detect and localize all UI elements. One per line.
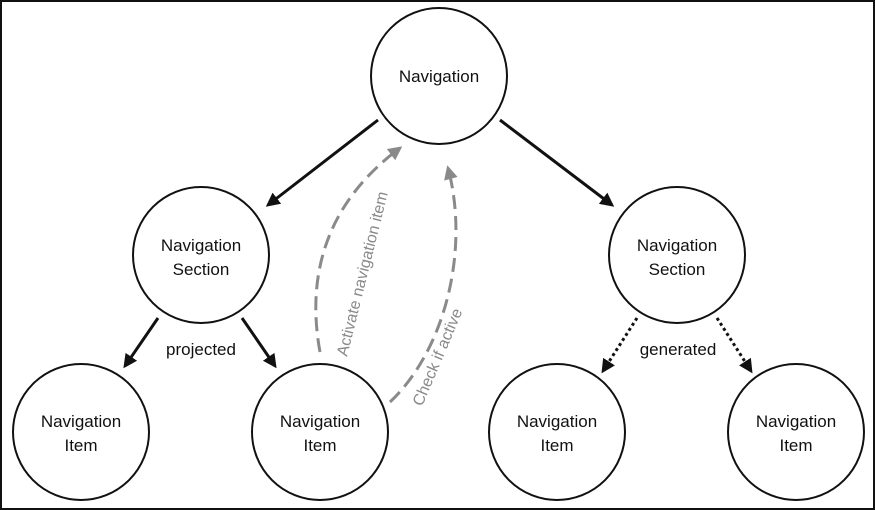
node-circle (727, 363, 865, 501)
node-circle (251, 363, 389, 501)
node-circle (132, 186, 270, 324)
node-label: Navigation (399, 67, 479, 86)
edge-left-section-to-item-1 (123, 317, 160, 369)
edge-label-check: Check if active (410, 306, 466, 409)
edge-label-projected: projected (166, 340, 236, 359)
node-navigation-section-left: Navigation Section (132, 186, 270, 324)
node-navigation-section-right: Navigation Section (608, 186, 746, 324)
edge-root-to-left-section (265, 118, 379, 207)
node-label-line-2: Section (173, 260, 230, 279)
node-label-line-2: Item (540, 436, 573, 455)
node-circle (608, 186, 746, 324)
edge-right-section-to-item-3 (601, 317, 639, 374)
edge-right-section-to-item-4 (715, 317, 753, 374)
node-label-line-2: Item (779, 436, 812, 455)
node-navigation-item-1: Navigation Item (12, 363, 150, 501)
edge-root-to-right-section (499, 118, 615, 207)
node-label-line-2: Item (64, 436, 97, 455)
node-circle (488, 363, 626, 501)
node-label-line-1: Navigation (161, 236, 241, 255)
edge-check-if-active (388, 165, 458, 404)
node-label-line-1: Navigation (756, 412, 836, 431)
node-navigation-item-2: Navigation Item (251, 363, 389, 501)
node-navigation-item-4: Navigation Item (727, 363, 865, 501)
edge-label-activate: Activate navigation item (334, 190, 391, 358)
node-label-line-2: Item (303, 436, 336, 455)
node-navigation-root: Navigation (370, 7, 508, 145)
node-circle (12, 363, 150, 501)
node-circle (370, 7, 508, 145)
edge-activate-navigation-item (314, 146, 403, 353)
edge-label-generated: generated (640, 340, 717, 359)
node-label-line-1: Navigation (280, 412, 360, 431)
node-label-line-1: Navigation (41, 412, 121, 431)
node-label-line-1: Navigation (517, 412, 597, 431)
node-label-line-2: Section (649, 260, 706, 279)
edge-left-section-to-item-2 (240, 317, 277, 369)
node-navigation-item-3: Navigation Item (488, 363, 626, 501)
node-label-line-1: Navigation (637, 236, 717, 255)
